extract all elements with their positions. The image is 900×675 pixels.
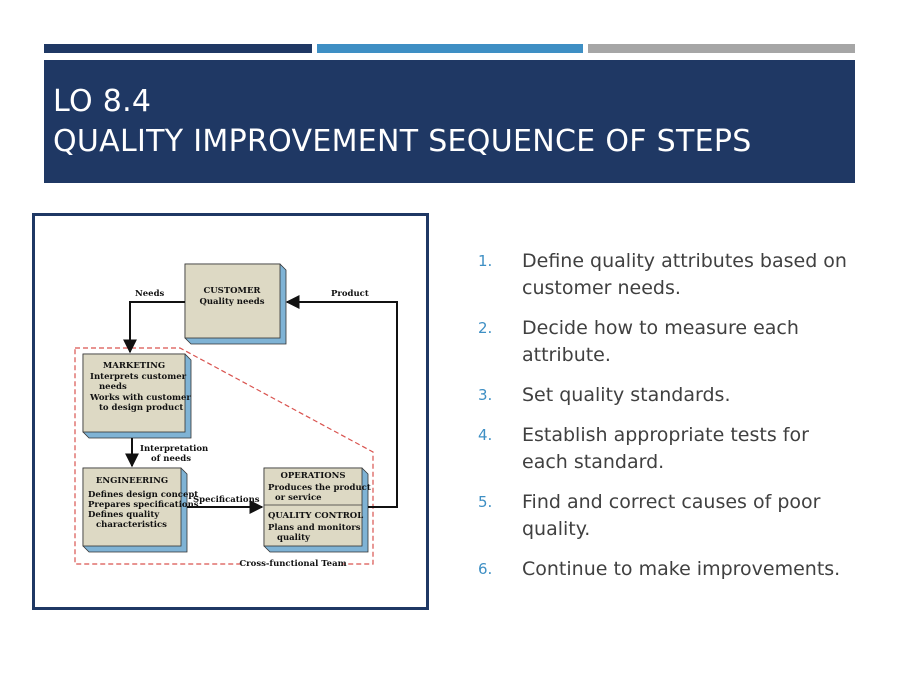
step-text: Set quality standards. (522, 384, 731, 406)
accent-bar-gray (588, 44, 855, 53)
accent-bar-dark (44, 44, 312, 53)
customer-title: CUSTOMER (204, 286, 262, 296)
operations-line1: Produces the product (268, 483, 371, 493)
list-item: 1. Define quality attributes based on cu… (478, 248, 858, 302)
engineering-box: ENGINEERING Defines design concept Prepa… (82, 467, 199, 553)
product-label: Product (331, 289, 369, 299)
list-item: 2. Decide how to measure each attribute. (478, 315, 858, 369)
accent-bar-blue (317, 44, 583, 53)
step-number: 1. (478, 252, 493, 270)
marketing-title: MARKETING (103, 361, 165, 371)
engineering-line2: Prepares specifications (88, 500, 199, 510)
specifications-label: Specifications (193, 495, 260, 505)
interpretation-label-line2: of needs (151, 454, 191, 464)
title-band: LO 8.4 QUALITY IMPROVEMENT SEQUENCE OF S… (44, 60, 855, 183)
quality-flow-diagram: CUSTOMER Quality needs MARKETING Interpr… (74, 263, 398, 569)
step-text: Continue to make improvements. (522, 558, 841, 580)
interpretation-label-line1: Interpretation (140, 444, 208, 454)
marketing-line4: to design product (99, 403, 183, 413)
steps-list: 1. Define quality attributes based on cu… (478, 248, 858, 596)
slide-title-line2: QUALITY IMPROVEMENT SEQUENCE OF STEPS (53, 124, 752, 159)
step-text: Define quality attributes based on custo… (522, 250, 847, 299)
operations-line2: or service (275, 493, 322, 503)
slide-title-line1: LO 8.4 (53, 84, 152, 119)
marketing-box: MARKETING Interprets customer needs Work… (82, 353, 192, 439)
step-text: Establish appropriate tests for each sta… (522, 424, 809, 473)
needs-label: Needs (135, 289, 165, 299)
needs-arrow (123, 301, 185, 354)
list-item: 6. Continue to make improvements. (478, 556, 858, 583)
marketing-line2: needs (99, 382, 127, 392)
product-arrow (285, 295, 398, 508)
step-text: Decide how to measure each attribute. (522, 317, 799, 366)
customer-line1: Quality needs (199, 297, 264, 307)
engineering-line4: characteristics (96, 520, 167, 530)
step-text: Find and correct causes of poor quality. (522, 491, 821, 540)
step-number: 6. (478, 560, 493, 578)
customer-box: CUSTOMER Quality needs (184, 263, 287, 345)
engineering-line3: Defines quality (88, 510, 160, 520)
quality-control-line1: Plans and monitors (268, 523, 361, 533)
list-item: 5. Find and correct causes of poor quali… (478, 489, 858, 543)
step-number: 5. (478, 493, 493, 511)
engineering-title: ENGINEERING (96, 476, 168, 486)
marketing-line1: Interprets customer (90, 372, 187, 382)
list-item: 3. Set quality standards. (478, 382, 858, 409)
diagram-frame: CUSTOMER Quality needs MARKETING Interpr… (32, 213, 429, 610)
cross-functional-team-label: Cross-functional Team (239, 559, 346, 569)
step-number: 4. (478, 426, 493, 444)
step-number: 2. (478, 319, 493, 337)
operations-box: OPERATIONS Produces the product or servi… (263, 467, 371, 553)
list-item: 4. Establish appropriate tests for each … (478, 422, 858, 476)
quality-control-line2: quality (277, 533, 311, 543)
marketing-line3: Works with customer (89, 393, 191, 403)
operations-title: OPERATIONS (280, 471, 345, 481)
quality-control-title: QUALITY CONTROL (268, 511, 363, 521)
step-number: 3. (478, 386, 493, 404)
engineering-line1: Defines design concept (88, 490, 198, 500)
